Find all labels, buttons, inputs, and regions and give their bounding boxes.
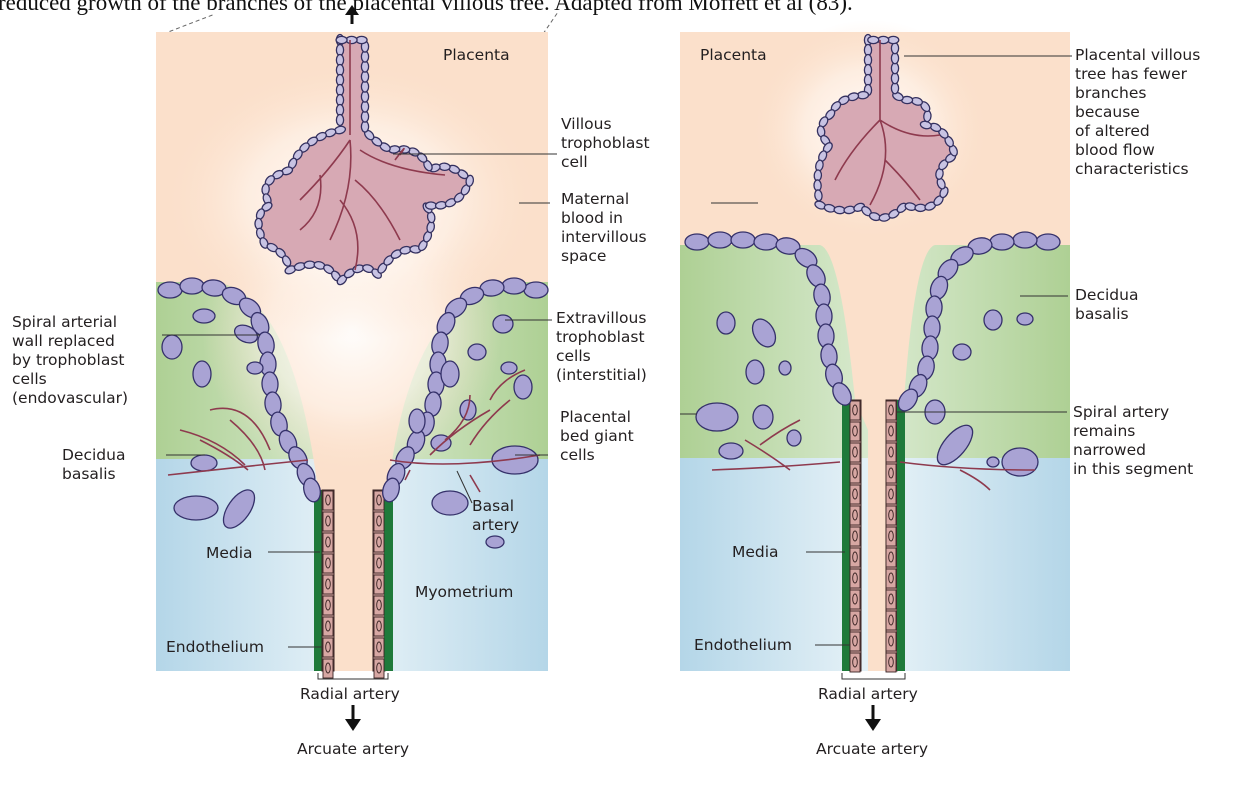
endothelial-cell <box>886 464 896 483</box>
endothelial-cell <box>850 485 860 504</box>
endothelial-cell <box>323 575 333 594</box>
endothelial-cell <box>850 611 860 630</box>
label-arcuate-artery-right: Arcuate artery <box>816 740 928 758</box>
right-panel: Placenta Placental villous tree has fewe… <box>680 20 1205 758</box>
endothelial-cell <box>850 653 860 672</box>
trophoblast-cell <box>990 234 1014 250</box>
endothelial-cell <box>374 617 384 636</box>
trophoblast-cell <box>502 278 526 294</box>
endothelial-cell <box>850 506 860 525</box>
endothelial-cell <box>886 401 896 420</box>
endothelial-cell <box>886 569 896 588</box>
trophoblast-cell <box>524 282 548 298</box>
endothelial-cell <box>374 554 384 573</box>
endothelial-cell <box>886 485 896 504</box>
label-endothelium-left: Endothelium <box>166 638 264 656</box>
endothelial-cell <box>886 632 896 651</box>
endothelial-cell <box>886 548 896 567</box>
label-villous-trophoblast-cell: Villous trophoblast cell <box>561 115 654 171</box>
endothelial-cell <box>323 659 333 678</box>
endothelial-cell <box>850 569 860 588</box>
label-radial-artery-right: Radial artery <box>818 685 918 703</box>
figure-caption: reduced growth of the branches of the pl… <box>0 0 853 15</box>
trophoblast-cell <box>1013 232 1037 248</box>
endothelial-cell <box>323 533 333 552</box>
label-myometrium: Myometrium <box>415 583 513 601</box>
label-decidua-basalis-left: Decidua basalis <box>62 446 130 483</box>
endothelial-cell <box>323 596 333 615</box>
endothelial-cell <box>323 491 333 510</box>
endothelial-cell <box>886 527 896 546</box>
label-basal-artery: Basal artery <box>472 497 519 534</box>
left-panel: Placenta Villous trophoblast cell Matern… <box>12 5 654 758</box>
endothelial-cell <box>374 596 384 615</box>
endothelial-cell <box>886 653 896 672</box>
label-placental-bed-giant-cells: Placental bed giant cells <box>560 408 639 464</box>
label-decidua-basalis-right: Decidua basalis <box>1075 286 1143 323</box>
label-arcuate-artery-left: Arcuate artery <box>297 740 409 758</box>
trophoblast-cell <box>708 232 732 248</box>
endothelial-cell <box>886 611 896 630</box>
trophoblast-cell <box>180 278 204 294</box>
trophoblast-cell <box>754 234 778 250</box>
endothelial-cell <box>323 512 333 531</box>
endothelial-cell <box>850 422 860 441</box>
endothelial-cell <box>886 506 896 525</box>
endothelial-cell <box>374 638 384 657</box>
trophoblast-cell <box>158 282 182 298</box>
label-maternal-blood: Maternal blood in intervillous space <box>561 190 652 265</box>
endothelial-cell <box>374 659 384 678</box>
label-placenta-right: Placenta <box>700 46 767 64</box>
label-placenta-left: Placenta <box>443 46 510 64</box>
endothelial-cell <box>323 617 333 636</box>
endothelial-cell <box>850 632 860 651</box>
label-radial-artery-left: Radial artery <box>300 685 400 703</box>
endothelial-cell <box>850 443 860 462</box>
endothelial-cell <box>886 443 896 462</box>
label-media-left: Media <box>206 544 253 562</box>
endothelial-cell <box>323 554 333 573</box>
endothelial-cell <box>850 464 860 483</box>
label-extravillous-trophoblast: Extravillous trophoblast cells (intersti… <box>556 309 651 384</box>
endothelial-cell <box>850 527 860 546</box>
trophoblast-cell <box>685 234 709 250</box>
trophoblast-cell <box>731 232 755 248</box>
label-spiral-artery-narrowed: Spiral artery remains narrowed in this s… <box>1073 403 1193 478</box>
endothelial-cell <box>374 575 384 594</box>
endothelial-cell <box>323 638 333 657</box>
endothelial-cell <box>374 512 384 531</box>
endothelial-cell <box>886 422 896 441</box>
endothelial-cell <box>850 401 860 420</box>
endothelial-cell <box>374 533 384 552</box>
endothelial-cell <box>886 590 896 609</box>
endothelial-cell <box>850 590 860 609</box>
label-spiral-arterial-wall: Spiral arterial wall replaced by trophob… <box>12 313 129 407</box>
label-media-right: Media <box>732 543 779 561</box>
label-endothelium-right: Endothelium <box>694 636 792 654</box>
label-villous-tree-fewer-branches: Placental villous tree has fewer branche… <box>1075 46 1205 178</box>
trophoblast-cell <box>1036 234 1060 250</box>
endothelial-cell <box>850 548 860 567</box>
